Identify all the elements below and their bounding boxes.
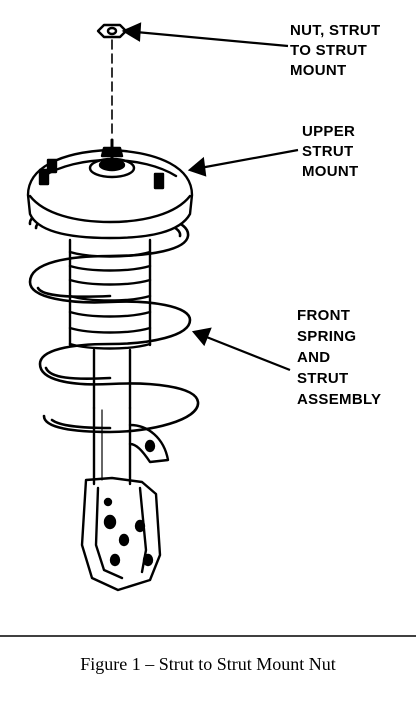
strut-assembly-drawing <box>26 23 200 592</box>
nut-label: NUT, STRUT TO STRUT MOUNT <box>290 22 385 79</box>
upper-mount-leader-arrow <box>187 148 299 177</box>
strut-tube <box>92 406 170 486</box>
coil-spring <box>28 208 200 434</box>
upper-mount-label: UPPER STRUT MOUNT <box>302 123 360 180</box>
strut-nut <box>96 23 128 139</box>
nut-leader-arrow <box>121 22 289 48</box>
leader-lines <box>121 22 299 372</box>
knuckle-bracket <box>80 476 162 592</box>
upper-strut-mount <box>26 138 194 240</box>
assembly-label: FRONT SPRING AND STRUT ASSEMBLY <box>297 307 381 408</box>
figure-caption: Figure 1 – Strut to Strut Mount Nut <box>80 654 336 674</box>
assembly-leader-arrow <box>191 327 291 372</box>
